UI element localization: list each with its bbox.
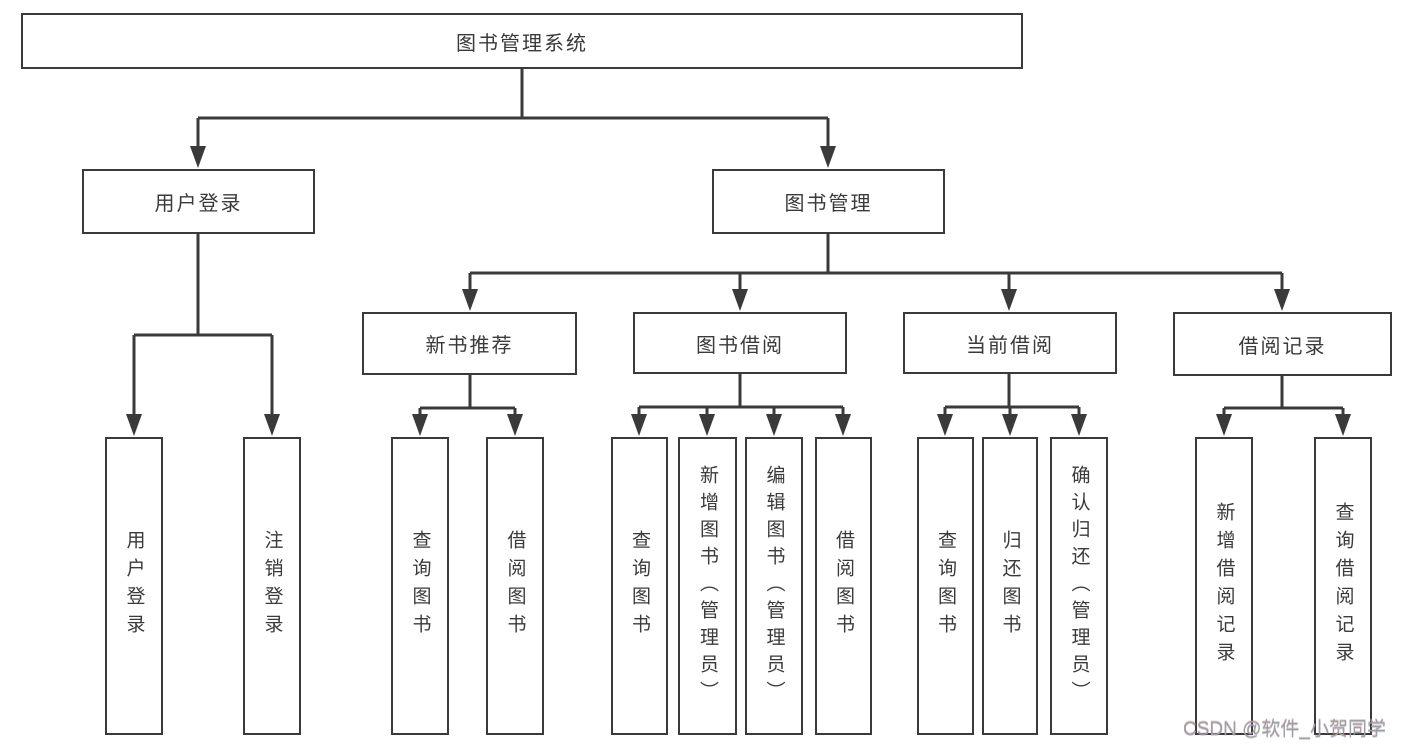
leaf-query-borrow-record: 查询借阅记录 (1314, 437, 1372, 735)
leaf-return-books: 归还图书 (982, 437, 1038, 735)
leaf-query-books-current: 查询图书 (917, 437, 974, 735)
leaf-query-books-borrow-label: 查询图书 (629, 530, 650, 642)
node-root: 图书管理系统 (21, 13, 1023, 69)
leaf-borrow-books-recommend-label: 借阅图书 (504, 530, 526, 642)
leaf-borrow-books: 借阅图书 (815, 437, 872, 735)
leaf-add-book-admin: 新增图书（管理员） (678, 437, 737, 735)
node-root-label: 图书管理系统 (456, 32, 588, 55)
node-book-borrow-label: 图书借阅 (696, 334, 784, 357)
leaf-logout-label: 注销登录 (261, 530, 283, 642)
leaf-logout: 注销登录 (243, 437, 301, 735)
leaf-query-books-recommend-label: 查询图书 (409, 530, 431, 642)
leaf-return-books-label: 归还图书 (999, 530, 1021, 642)
node-new-book-recommend: 新书推荐 (362, 312, 577, 375)
leaf-add-borrow-record: 新增借阅记录 (1195, 437, 1253, 735)
node-user-login: 用户登录 (82, 169, 315, 234)
node-borrow-records: 借阅记录 (1173, 312, 1392, 376)
leaf-query-books-recommend: 查询图书 (391, 437, 449, 735)
leaf-query-books-current-label: 查询图书 (935, 530, 956, 642)
node-user-login-label: 用户登录 (154, 193, 243, 215)
leaf-add-borrow-record-label: 新增借阅记录 (1213, 502, 1235, 670)
leaf-edit-book-admin: 编辑图书（管理员） (745, 437, 803, 735)
node-borrow-records-label: 借阅记录 (1238, 335, 1327, 358)
leaf-user-login: 用户登录 (105, 437, 163, 735)
leaf-borrow-books-label: 借阅图书 (833, 530, 854, 642)
leaf-edit-book-admin-label: 编辑图书（管理员） (763, 464, 785, 708)
leaf-confirm-return-admin-label: 确认归还（管理员） (1068, 464, 1090, 708)
watermark: CSDN @软件_小贺同学 (1183, 719, 1386, 740)
leaf-query-borrow-record-label: 查询借阅记录 (1332, 502, 1354, 670)
node-book-management-label: 图书管理 (784, 193, 873, 215)
connector-segments (132, 68, 1345, 430)
node-new-book-recommend-label: 新书推荐 (425, 335, 514, 357)
leaf-borrow-books-recommend: 借阅图书 (486, 437, 544, 735)
node-book-management: 图书管理 (712, 169, 945, 234)
leaf-confirm-return-admin: 确认归还（管理员） (1050, 437, 1108, 735)
leaf-user-login-label: 用户登录 (123, 530, 145, 642)
arrowheads (126, 146, 1351, 436)
node-current-borrow-label: 当前借阅 (966, 334, 1054, 357)
leaf-add-book-admin-label: 新增图书（管理员） (697, 464, 718, 708)
node-book-borrow: 图书借阅 (633, 312, 847, 374)
leaf-query-books-borrow: 查询图书 (611, 437, 668, 735)
node-current-borrow: 当前借阅 (903, 312, 1117, 374)
